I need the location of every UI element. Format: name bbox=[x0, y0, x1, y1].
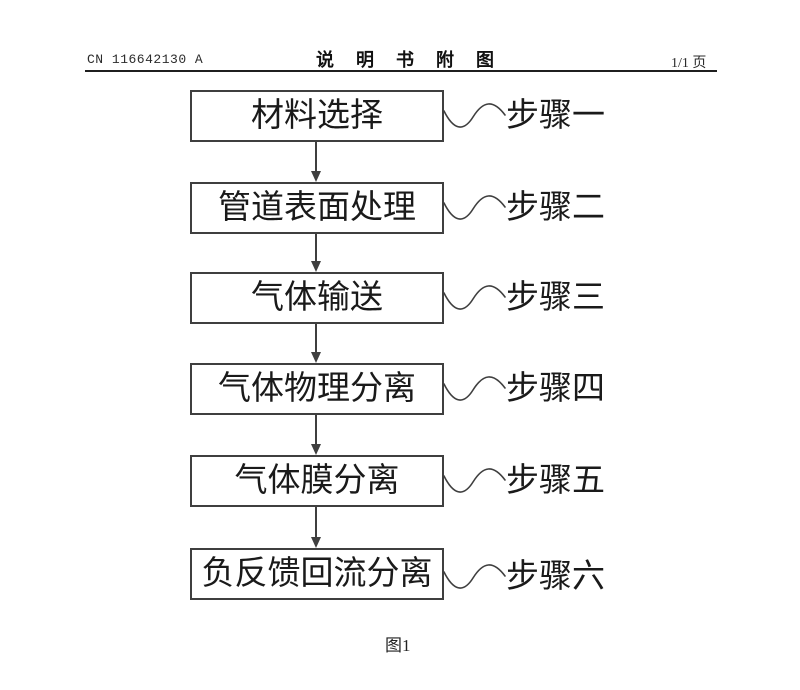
flow-box-gas-physical-separation: 气体物理分离 bbox=[190, 363, 444, 415]
arrow-head-icon bbox=[311, 444, 321, 455]
flow-box-label: 负反馈回流分离 bbox=[201, 555, 433, 592]
flow-box-gas-transport: 气体输送 bbox=[190, 272, 444, 324]
publication-number: CN 116642130 A bbox=[87, 52, 204, 67]
wavy-connector-icon bbox=[443, 376, 506, 401]
flow-box-label: 材料选择 bbox=[251, 97, 383, 134]
wavy-connector-icon bbox=[443, 103, 506, 128]
wavy-connector-icon bbox=[443, 468, 506, 493]
figure-caption: 图1 bbox=[385, 636, 411, 655]
header-divider bbox=[85, 70, 717, 72]
step-annotation-1: 步骤一 bbox=[506, 97, 605, 134]
step-annotation-5: 步骤五 bbox=[506, 462, 605, 499]
wavy-connector-icon bbox=[443, 285, 506, 310]
arrow-shaft bbox=[315, 415, 317, 444]
wavy-connector-icon bbox=[443, 195, 506, 220]
flow-box-label: 气体输送 bbox=[251, 279, 383, 316]
step-annotation-3: 步骤三 bbox=[506, 279, 605, 316]
flow-box-label: 管道表面处理 bbox=[218, 189, 416, 226]
down-arrow-4 bbox=[310, 415, 322, 455]
flow-box-gas-membrane-separation: 气体膜分离 bbox=[190, 455, 444, 507]
arrow-shaft bbox=[315, 142, 317, 171]
flow-box-pipe-surface-treatment: 管道表面处理 bbox=[190, 182, 444, 234]
arrow-head-icon bbox=[311, 352, 321, 363]
down-arrow-2 bbox=[310, 234, 322, 272]
flow-box-label: 气体膜分离 bbox=[234, 462, 400, 499]
flow-box-label: 气体物理分离 bbox=[218, 370, 416, 407]
step-annotation-2: 步骤二 bbox=[506, 189, 605, 226]
down-arrow-1 bbox=[310, 142, 322, 182]
arrow-shaft bbox=[315, 324, 317, 352]
wavy-connector-icon bbox=[443, 564, 506, 589]
page-indicator: 1/1 页 bbox=[671, 56, 707, 71]
arrow-head-icon bbox=[311, 171, 321, 182]
arrow-shaft bbox=[315, 234, 317, 261]
step-annotation-6: 步骤六 bbox=[506, 558, 605, 595]
step-annotation-4: 步骤四 bbox=[506, 370, 605, 407]
flow-box-material-selection: 材料选择 bbox=[190, 90, 444, 142]
page-title: 说明书附图 bbox=[316, 50, 516, 70]
arrow-head-icon bbox=[311, 537, 321, 548]
arrow-shaft bbox=[315, 507, 317, 537]
flow-box-negative-feedback-reflux-separation: 负反馈回流分离 bbox=[190, 548, 444, 600]
down-arrow-3 bbox=[310, 324, 322, 363]
arrow-head-icon bbox=[311, 261, 321, 272]
down-arrow-5 bbox=[310, 507, 322, 548]
